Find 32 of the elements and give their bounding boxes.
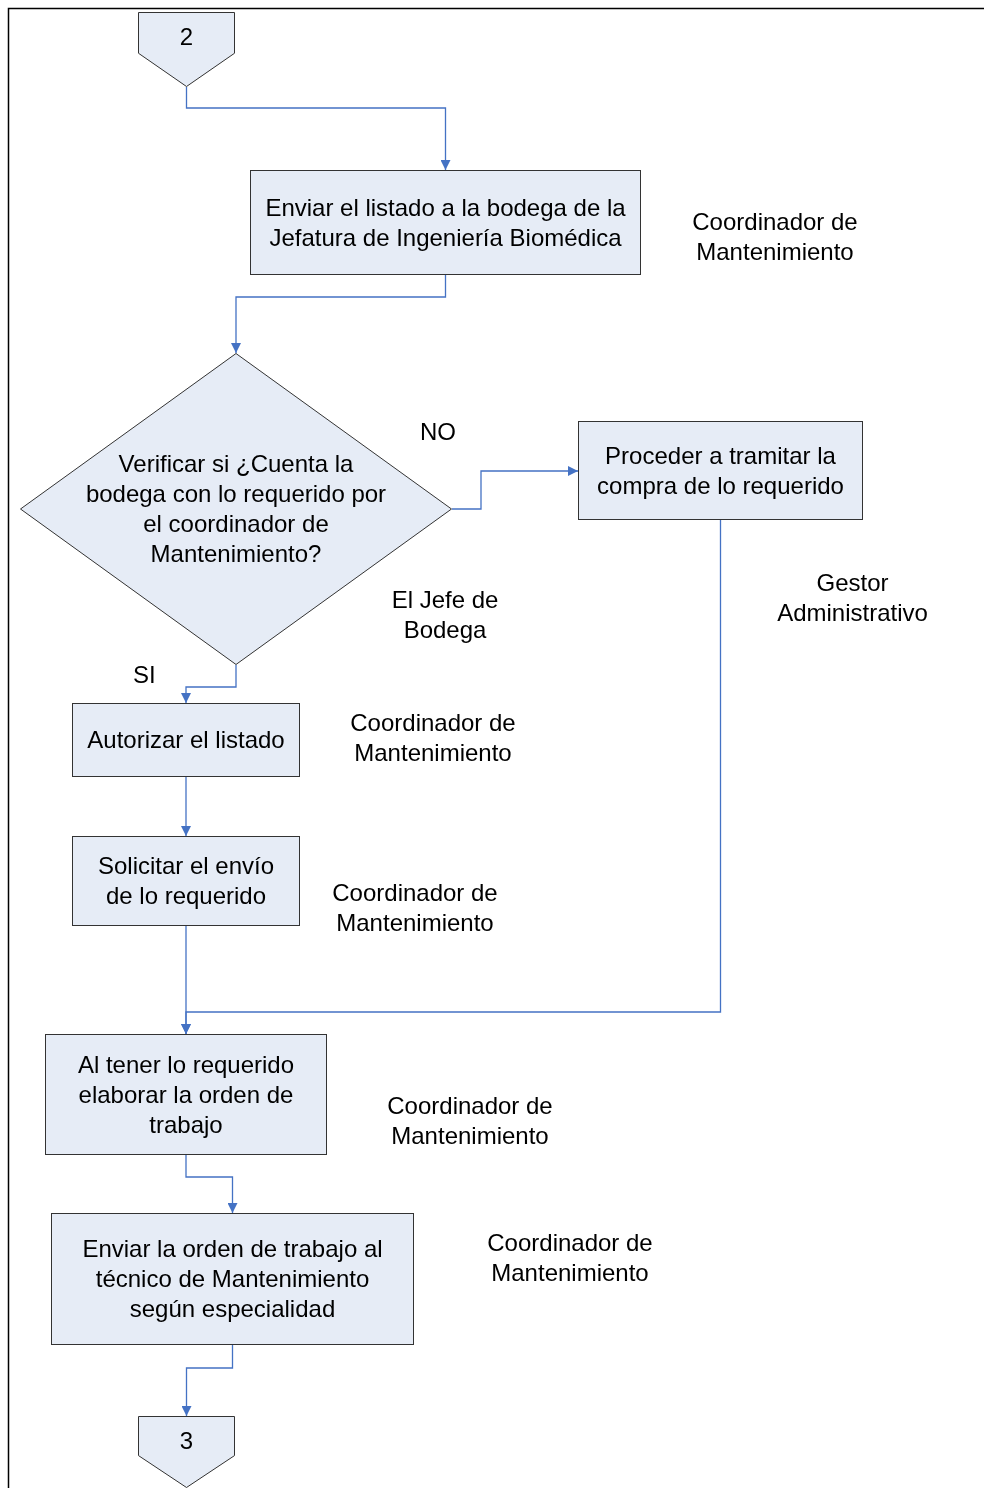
role-label: Coordinador de Mantenimiento — [386, 1091, 554, 1151]
arrow — [451, 466, 579, 510]
role-label: Coordinador de Mantenimiento — [349, 708, 517, 768]
process-box — [72, 836, 300, 926]
off-page-connector — [138, 12, 235, 87]
arrow — [185, 86, 451, 171]
role-label: Coordinador de Mantenimiento — [691, 207, 859, 267]
node-text: Proceder a tramitar la compra de lo requerido — [596, 440, 845, 501]
node-text: Enviar la orden de trabajo al técnico de Mantenimiento según especialidad — [81, 1234, 384, 1324]
node-text: Verificar si ¿Cuenta la bodega con lo requerido por el coordinador de Mantenimiento? — [84, 449, 388, 569]
process-box — [578, 421, 863, 520]
role-label: El Jefe de Bodega — [390, 585, 500, 645]
role-label: Gestor Administrativo — [776, 568, 929, 628]
arrow — [231, 274, 447, 354]
process-box — [51, 1213, 414, 1345]
role-label: Coordinador de Mantenimiento — [331, 878, 499, 938]
node-text: Autorizar el listado — [86, 725, 286, 755]
node-text: Enviar el listado a la bodega de la Jefatura de Ingeniería Biomédica — [264, 192, 627, 253]
process-box — [45, 1034, 327, 1155]
arrow — [181, 664, 237, 704]
node-text: 2 — [178, 22, 195, 52]
arrow — [181, 1344, 234, 1417]
role-label: Coordinador de Mantenimiento — [486, 1228, 654, 1288]
arrow — [185, 1154, 238, 1214]
arrow — [181, 776, 191, 837]
process-box — [72, 703, 300, 777]
arrow — [181, 519, 722, 1035]
node-text: 3 — [178, 1426, 195, 1456]
node-text: Al tener lo requerido elaborar la orden de trabajo — [76, 1049, 296, 1140]
node-text: Solicitar el envío de lo requerido — [96, 851, 276, 911]
process-box — [250, 170, 641, 275]
off-page-connector — [138, 1416, 235, 1488]
